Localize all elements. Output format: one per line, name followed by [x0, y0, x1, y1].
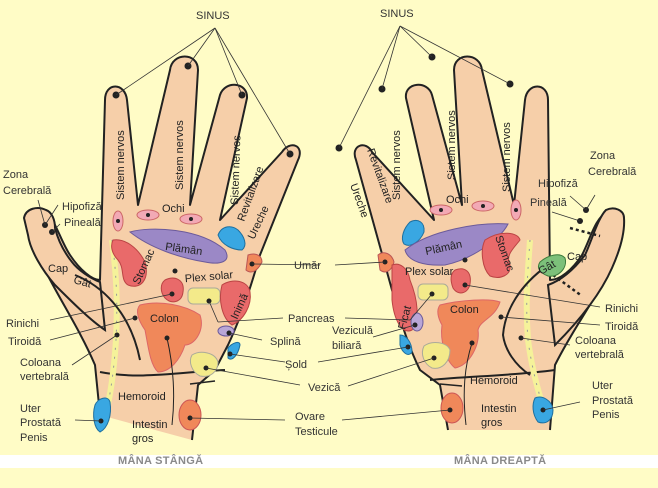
right-rinichi-label: Rinichi: [605, 303, 638, 315]
splina-label: Splină: [270, 336, 301, 348]
left-zona-label-1: Zona: [3, 169, 29, 181]
right-zona-label-2: Cerebrală: [588, 166, 637, 178]
left-stomach-zone: [111, 239, 147, 287]
right-finger-label-3: Sistem nervos: [501, 122, 513, 192]
right-hand: SINUS Sistem nervos Sistem nervos Sistem…: [317, 8, 639, 431]
right-intestin-label-1: Intestin: [481, 403, 516, 415]
right-ficat-label: Ficat: [396, 305, 414, 331]
left-colon-label: Colon: [150, 313, 179, 325]
left-hipofiza-label: Hipofiză: [62, 201, 103, 213]
left-gat-label: Gât: [72, 274, 92, 290]
right-sinus-label: SINUS: [380, 8, 414, 20]
left-uterus-zone: [93, 397, 111, 433]
right-plex-solar-label: Plex solar: [405, 266, 454, 278]
left-hand-title: MÂNA STÂNGĂ: [118, 455, 204, 467]
left-coloana-label-2: vertebrală: [20, 371, 70, 383]
right-coloana-label-1: Coloana: [575, 335, 617, 347]
left-uter-label-3: Penis: [20, 432, 48, 444]
right-sinus-lines: [338, 25, 511, 149]
ovare-label-2: Testicule: [295, 426, 338, 438]
left-tiroida-label: Tiroidă: [8, 336, 42, 348]
right-cap-label: Cap: [567, 251, 587, 263]
left-coloana-label-1: Coloana: [20, 357, 62, 369]
left-cap-label: Cap: [48, 263, 68, 275]
right-finger-label-2: Sistem nervos: [446, 110, 458, 180]
right-uter-label-1: Uter: [592, 380, 613, 392]
footer-strip: [0, 455, 658, 468]
left-finger-label-3: Sistem nervos: [229, 135, 243, 206]
left-wrist-mark: [189, 380, 216, 385]
right-intestin-label-2: gros: [481, 417, 503, 429]
center-labels: Umăr Pancreas Veziculă biliară Splină Șo…: [270, 260, 374, 438]
right-uter-label-2: Prostată: [592, 395, 634, 407]
right-tiroida-label: Tiroidă: [605, 321, 639, 333]
left-plaman-label: Plămân: [164, 241, 203, 258]
left-pancreas-zone: [187, 287, 221, 305]
left-ear-zone: [217, 226, 246, 251]
right-pineala-label: Pineală: [530, 197, 568, 209]
right-thumb: [546, 207, 626, 348]
left-plex-solar-label: Plex solar: [184, 269, 233, 285]
right-wrist-line: [429, 369, 556, 381]
left-neck-line: [74, 274, 141, 361]
left-hand: SINUS Sistem nervos Sistem nervos Sistem…: [3, 10, 321, 445]
left-hip-zone: [227, 341, 241, 360]
left-finger-label-1: Sistem nervos: [115, 130, 127, 200]
left-intestin-label-1: Intestin: [132, 419, 167, 431]
vezicula-label-1: Veziculă: [332, 325, 374, 337]
right-coloana-label-2: vertebrală: [575, 349, 625, 361]
vezicula-label-2: biliară: [332, 340, 362, 352]
pancreas-label: Pancreas: [288, 313, 335, 325]
left-uter-label-1: Uter: [20, 403, 41, 415]
left-kidney-zone: [160, 277, 184, 303]
right-neck-line: [501, 264, 549, 376]
right-hipofiza-label: Hipofiză: [538, 178, 579, 190]
right-finger-label-1: Sistem nervos: [391, 130, 403, 200]
left-pineala-label: Pineală: [64, 217, 102, 229]
left-lung-zone: [128, 228, 228, 264]
left-thumb: [22, 207, 107, 333]
left-uter-label-2: Prostată: [20, 417, 62, 429]
left-sinus-label: SINUS: [196, 10, 230, 22]
left-heart-zone: [219, 280, 251, 326]
right-ochi-label: Ochi: [446, 194, 469, 206]
right-hemoroid-label: Hemoroid: [470, 375, 518, 387]
right-colon-label: Colon: [450, 304, 479, 316]
vezica-label: Vezică: [308, 382, 341, 394]
right-zona-label-1: Zona: [590, 150, 616, 162]
left-spleen-zone: [217, 325, 235, 337]
left-rinichi-label: Rinichi: [6, 318, 39, 330]
left-intestin-label-2: gros: [132, 433, 154, 445]
left-hemoroid-label: Hemoroid: [118, 391, 166, 403]
left-bladder-zone: [189, 351, 219, 377]
right-neck-zone: [537, 254, 567, 277]
right-hand-title: MÂNA DREAPTĂ: [454, 455, 547, 467]
left-finger-label-2: Sistem nervos: [174, 120, 186, 190]
left-zona-label-2: Cerebrală: [3, 185, 52, 197]
sold-label: Șold: [285, 359, 307, 371]
umar-label: Umăr: [294, 260, 321, 272]
right-uter-label-3: Penis: [592, 409, 620, 421]
left-ochi-label: Ochi: [162, 203, 185, 215]
left-sinus-lines: [115, 27, 291, 155]
left-ovaries-zone: [178, 399, 202, 431]
ovare-label-1: Ovare: [295, 411, 325, 423]
